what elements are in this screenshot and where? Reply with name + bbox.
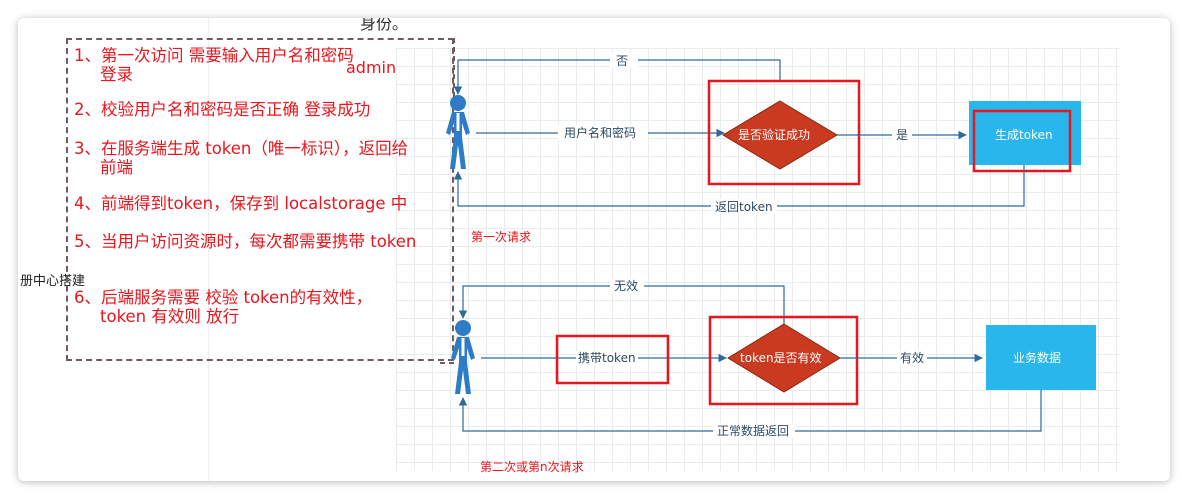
- edge-invalid-label-bg: [610, 278, 644, 293]
- edge-invalid-label: 无效: [614, 278, 638, 293]
- edge-request-label: 用户名和密码: [564, 125, 636, 140]
- edge-normal-return-label-bg: [713, 423, 795, 438]
- decision-2-label: token是否有效: [740, 350, 822, 365]
- edge-no-label: 否: [616, 54, 628, 68]
- flow-diagram: 否 用户名和密码 是否验证成功 是 生成token 返回token 无效 携带t…: [436, 38, 1096, 438]
- flow2-caption: 第二次或第n次请求: [480, 460, 584, 474]
- highlight-decision-2: [708, 315, 859, 406]
- process-generate-token-label: 生成token: [995, 128, 1053, 142]
- decision-diamond-1: [722, 100, 838, 170]
- edge-valid-label-bg: [897, 350, 927, 365]
- edge-valid-label: 有效: [900, 350, 924, 365]
- step-1-line-2: 登录: [100, 65, 133, 84]
- edge-request-label-bg: [558, 125, 648, 140]
- step-5: 5、当用户访问资源时，每次都需要携带 token: [74, 232, 416, 251]
- edge-return-token-label-bg: [711, 199, 777, 214]
- edge-no-label-bg: [610, 53, 638, 67]
- edge-normal-return-label: 正常数据返回: [717, 423, 789, 438]
- step-2: 2、校验用户名和密码是否正确 登录成功: [74, 100, 370, 119]
- highlight-generate-token: [972, 109, 1072, 173]
- side-label: 册中心搭建: [20, 274, 86, 289]
- flow1-caption: 第一次请求: [471, 230, 532, 244]
- step-6: 6、后端服务需要 校验 token的有效性， token 有效则 放行: [74, 288, 372, 326]
- person-icon: [446, 95, 470, 169]
- step-1: 1、第一次访问 需要输入用户名和密码 登录: [74, 46, 354, 84]
- step-3: 3、在服务端生成 token（唯一标识），返回给 前端: [74, 139, 408, 177]
- highlight-decision-1: [707, 79, 861, 186]
- step-1-line-1: 1、第一次访问 需要输入用户名和密码: [74, 46, 354, 65]
- step-4-line-1: 4、前端得到token，保存到 localstorage 中: [74, 194, 408, 213]
- person-icon: [451, 320, 475, 394]
- admin-label: admin: [346, 58, 397, 77]
- edge-yes-label-bg: [892, 127, 912, 142]
- step-6-line-2: token 有效则 放行: [100, 307, 240, 326]
- edge-return-token-label: 返回token: [715, 200, 773, 214]
- step-6-line-1: 6、后端服务需要 校验 token的有效性，: [74, 288, 373, 307]
- edge-carry-label-bg: [576, 351, 638, 366]
- step-4: 4、前端得到token，保存到 localstorage 中: [74, 194, 407, 213]
- cut-off-text: 身份。: [360, 18, 409, 33]
- edge-yes-label: 是: [896, 128, 908, 142]
- decision-1-label: 是否验证成功: [738, 127, 810, 142]
- step-3-line-2: 前端: [100, 158, 133, 177]
- highlight-carry-token: [555, 334, 670, 385]
- dashed-annotation-box: [66, 38, 454, 361]
- step-5-line-1: 5、当用户访问资源时，每次都需要携带 token: [74, 232, 417, 251]
- decision-diamond-2: [727, 323, 841, 393]
- carry-token-label: 携带token: [578, 350, 636, 365]
- step-3-line-1: 3、在服务端生成 token（唯一标识），返回给: [74, 139, 409, 158]
- pane-divider: [208, 18, 209, 481]
- process-business-data-label: 业务数据: [1013, 350, 1061, 365]
- step-2-line-1: 2、校验用户名和密码是否正确 登录成功: [74, 100, 371, 119]
- diagram-frame: 身份。 册中心搭建 1、第一次访问 需要输入用户名和密码 登录 admin 2、…: [18, 18, 1170, 481]
- process-business-data: [986, 325, 1096, 390]
